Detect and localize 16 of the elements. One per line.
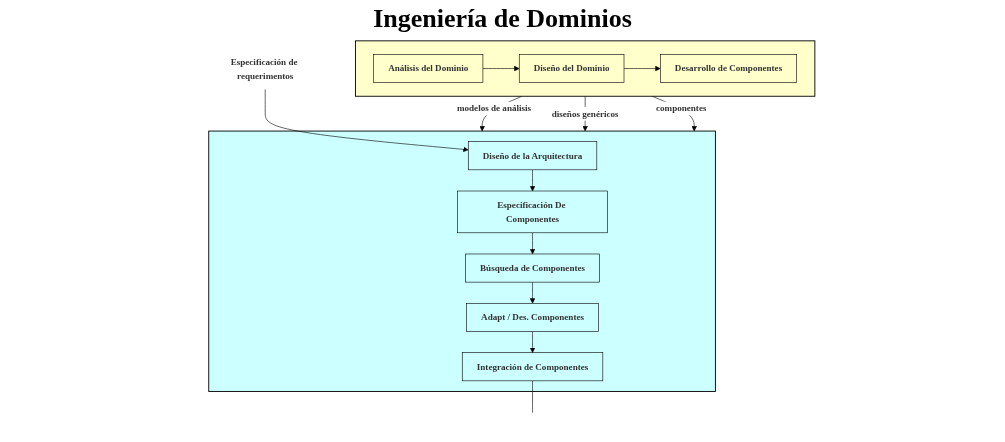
- edge-label: diseños genéricos: [551, 108, 619, 119]
- node-box: Desarrollo de Componentes: [660, 54, 797, 83]
- node-box: Análisis del Dominio: [373, 54, 484, 83]
- node-text: Especificación de requerimentos: [230, 56, 298, 81]
- connector: [532, 380, 533, 413]
- cluster: [208, 130, 716, 392]
- cluster: [354, 40, 816, 97]
- node-box: Especificación De Componentes: [457, 190, 608, 234]
- edge-label: componentes: [655, 103, 707, 113]
- node-box: Adapt / Des. Componentes: [466, 303, 599, 332]
- node-box: Búsqueda de Componentes: [465, 253, 600, 283]
- node-box: Integración de Componentes: [461, 352, 604, 382]
- diagram-title: Ingeniería de Dominios: [372, 4, 633, 34]
- edge-label: modelos de análisis: [456, 103, 532, 114]
- node-box: Diseño de la Arquitectura: [467, 141, 598, 171]
- node-box: Diseño del Dominio: [518, 54, 625, 83]
